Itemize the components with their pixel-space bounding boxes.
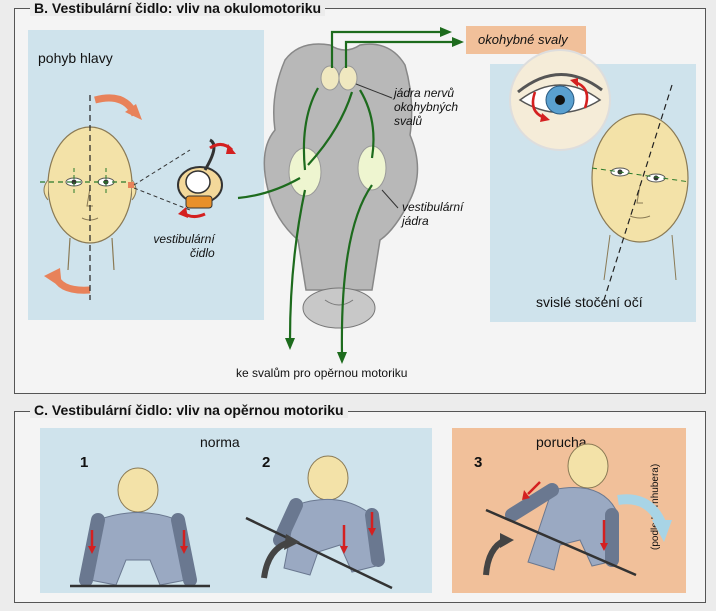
vestibular-nuclei-label: vestibulární jádra	[402, 200, 463, 228]
oculomotor-muscles-label: okohybné svaly	[478, 33, 568, 47]
section-b-title: B. Vestibulární čidlo: vliv na okulomoto…	[30, 0, 325, 16]
vertical-rotation-label: svislé stočení očí	[536, 294, 643, 310]
panel-number-2: 2	[262, 454, 270, 471]
section-c-title: C. Vestibulární čidlo: vliv na opěrnou m…	[30, 402, 348, 418]
nuclei-nerves-label: jádra nervů okohybných svalů	[394, 86, 458, 128]
norm-label: norma	[200, 434, 240, 450]
panel-number-3: 3	[474, 454, 482, 471]
panel-number-1: 1	[80, 454, 88, 471]
disorder-label: porucha	[536, 434, 587, 450]
to-postural-label: ke svalům pro opěrnou motoriku	[236, 366, 407, 380]
head-motion-panel	[28, 30, 264, 320]
credit-label: (podle Kornhubera)	[650, 464, 661, 550]
head-motion-label: pohyb hlavy	[38, 50, 113, 66]
eye-rotation-panel	[490, 64, 696, 322]
norm-panel	[40, 428, 432, 593]
vestibular-organ-label: vestibulární čidlo	[150, 232, 215, 260]
